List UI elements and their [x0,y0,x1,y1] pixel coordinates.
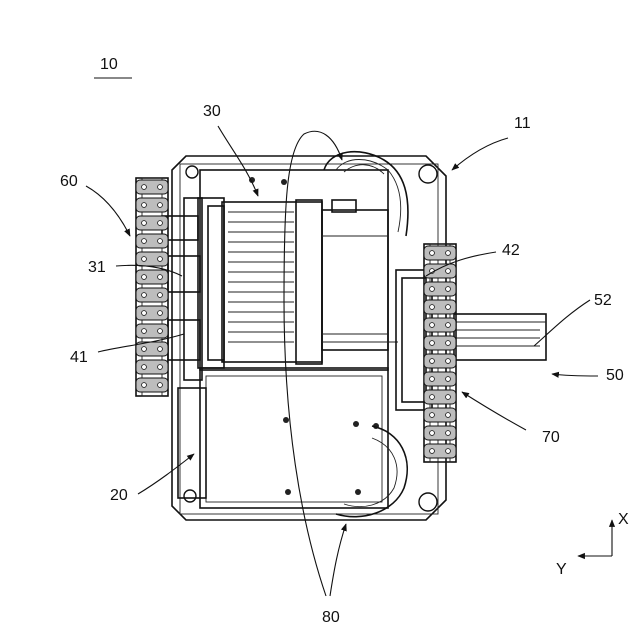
chain-pin [158,383,163,388]
chain-link [424,408,456,422]
chain-link [136,288,168,302]
label-sprocket-left: 60 [60,173,78,190]
chain-pin [446,377,451,382]
coordinate-axes: X Y [556,511,629,578]
chain-pin [446,431,451,436]
chain-pin [446,359,451,364]
label-assembly: 10 [100,56,118,73]
label-wheel: 80 [322,609,340,626]
chain-pin [158,293,163,298]
axis-y-label: Y [556,561,567,578]
chain-link [136,252,168,266]
chain-pin [446,395,451,400]
output-shaft [396,270,546,410]
chain-pin [430,323,435,328]
label-base: 20 [110,487,128,504]
chain-pin [446,323,451,328]
chain-pin [142,275,147,280]
chain-pin [446,269,451,274]
label-gear-right: 42 [502,242,520,259]
chain-pin [158,311,163,316]
label-sprocket-right: 70 [542,429,560,446]
sprocket-left [136,178,168,396]
chain-link [424,426,456,440]
label-gear-left: 41 [70,349,88,366]
chain-pin [430,341,435,346]
chain-link [136,306,168,320]
chain-pin [446,305,451,310]
axis-x-label: X [618,511,629,528]
chain-link [424,372,456,386]
wheel-bottom [336,426,407,517]
chain-pin [430,305,435,310]
chain-pin [158,203,163,208]
chain-pin [158,329,163,334]
chain-link [424,444,456,458]
chain-pin [158,257,163,262]
chain-pin [430,359,435,364]
label-output-shaft: 52 [594,292,612,309]
corner-hole-bottom-right [419,493,437,511]
chain-pin [430,413,435,418]
chain-link [424,264,456,278]
chain-link [136,180,168,194]
chain-pin [142,311,147,316]
chain-link [136,234,168,248]
housing-plate [172,156,446,520]
chain-pin [430,287,435,292]
housing-body [178,170,388,508]
corner-hole-bottom-left [184,490,196,502]
chain-pin [430,251,435,256]
motor [198,198,398,368]
chain-pin [430,431,435,436]
chain-pin [142,239,147,244]
chain-link [136,324,168,338]
chain-pin [142,329,147,334]
chain-pin [158,221,163,226]
chain-pin [158,365,163,370]
chain-link [136,360,168,374]
chain-link [136,270,168,284]
chain-link [424,300,456,314]
chain-link [424,246,456,260]
chain-pin [158,185,163,190]
corner-hole-top-right [419,165,437,183]
chain-pin [158,275,163,280]
chain-pin [430,395,435,400]
chain-pin [142,185,147,190]
chain-pin [430,377,435,382]
label-motor-shaft: 31 [88,259,106,276]
label-motor: 30 [203,103,221,120]
chain-pin [158,239,163,244]
chain-pin [142,347,147,352]
sprocket-right [424,244,456,462]
chain-pin [142,293,147,298]
label-output: 50 [606,367,624,384]
chain-pin [446,341,451,346]
chain-pin [446,413,451,418]
chain-pin [446,449,451,454]
label-housing: 11 [514,115,531,132]
chain-pin [446,287,451,292]
chain-link [424,390,456,404]
chain-pin [142,365,147,370]
chain-pin [142,257,147,262]
chain-pin [142,221,147,226]
chain-link [136,378,168,392]
chain-pin [142,383,147,388]
chain-link [136,216,168,230]
chain-link [424,336,456,350]
chain-pin [446,251,451,256]
chain-pin [430,449,435,454]
chain-link [424,354,456,368]
chain-link [424,282,456,296]
chain-link [136,198,168,212]
corner-hole-top-left [186,166,198,178]
chain-pin [158,347,163,352]
chain-link [424,318,456,332]
chain-pin [142,203,147,208]
